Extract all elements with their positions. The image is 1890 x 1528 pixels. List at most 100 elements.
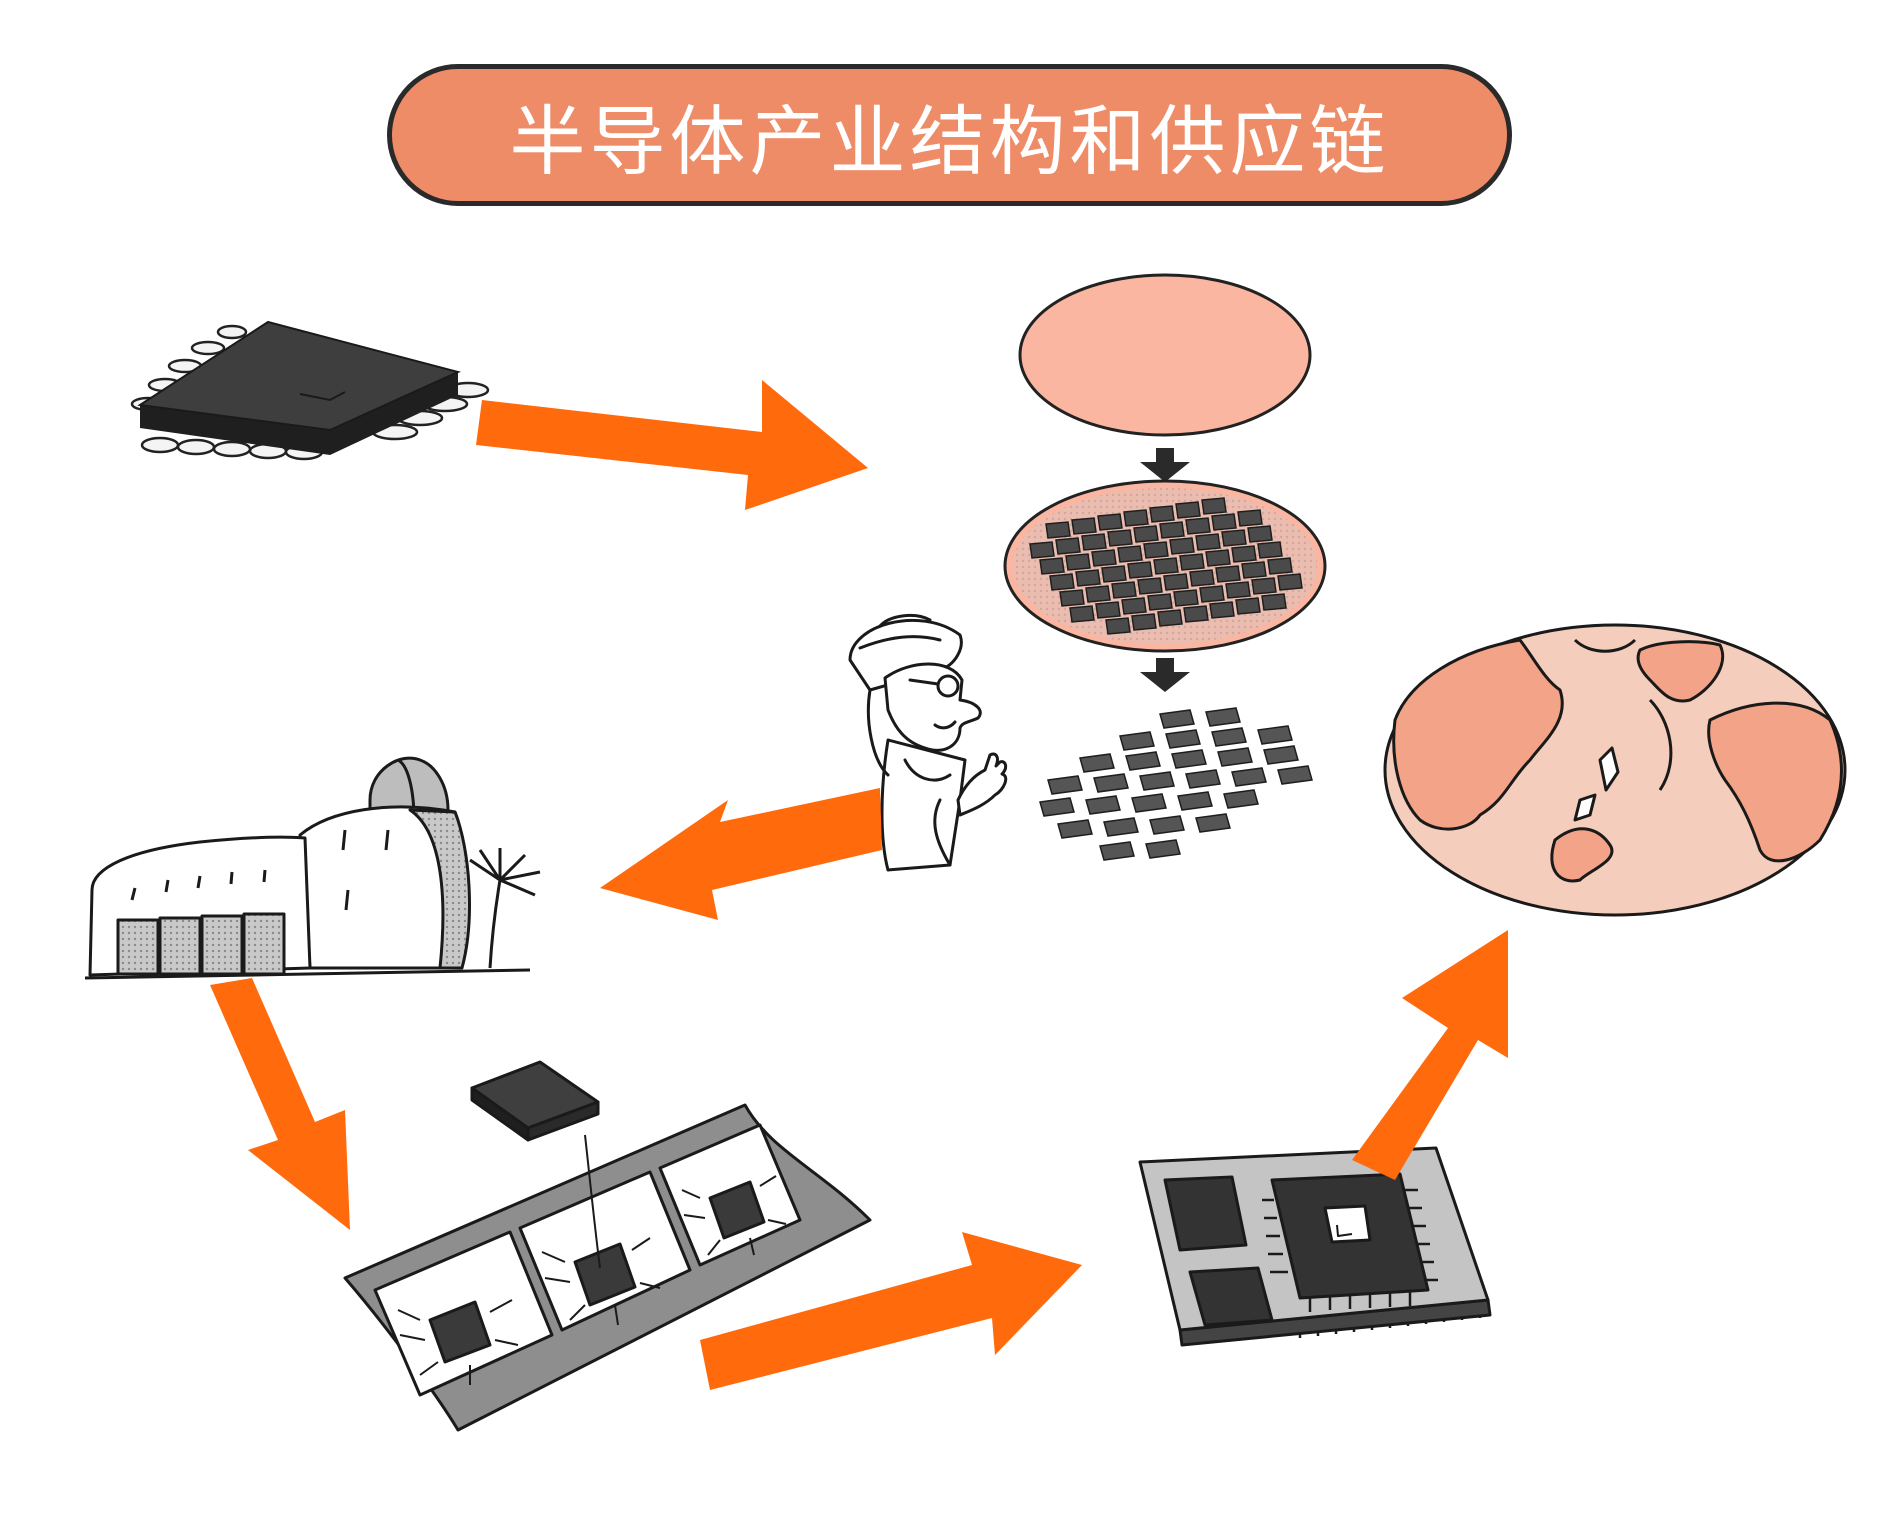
- die-square: [1149, 505, 1175, 523]
- die-square: [1143, 541, 1169, 559]
- diced-chip: [1047, 775, 1083, 795]
- die-square: [1235, 597, 1261, 615]
- diced-chip: [1277, 765, 1313, 785]
- die-square: [1251, 577, 1277, 595]
- globe-icon: [1383, 623, 1847, 917]
- die-square: [1277, 573, 1303, 591]
- die-square: [1237, 509, 1263, 527]
- die-square: [1045, 521, 1071, 539]
- die-square: [1257, 541, 1283, 559]
- diced-chip: [1263, 745, 1299, 765]
- diced-chip: [1145, 839, 1181, 859]
- die-square: [1221, 529, 1247, 547]
- arrow-chip-to-wafer: [476, 380, 868, 510]
- die-square: [1137, 577, 1163, 595]
- die-square: [1049, 573, 1075, 591]
- die-square: [1231, 545, 1257, 563]
- die-square: [1179, 553, 1205, 571]
- diced-chip: [1099, 841, 1135, 861]
- die-square: [1097, 513, 1123, 531]
- die-square: [1267, 557, 1293, 575]
- die-square: [1159, 521, 1185, 539]
- die-square: [1081, 533, 1107, 551]
- down-arrow-icon: [1140, 448, 1190, 482]
- die-square: [1209, 601, 1235, 619]
- die-square: [1247, 525, 1273, 543]
- die-square: [1211, 513, 1237, 531]
- factory-icon: [84, 756, 541, 980]
- die-square: [1201, 497, 1227, 515]
- wafer-die-grid-icon: [1003, 479, 1327, 653]
- diced-chip: [1149, 815, 1185, 835]
- diced-chip: [1159, 709, 1195, 729]
- arrow-factory-to-leadframe: [210, 978, 350, 1230]
- chip-icon: [130, 320, 490, 461]
- arrow-board-to-globe: [1352, 930, 1508, 1180]
- wafer-icon: [1018, 273, 1312, 437]
- die-square: [1127, 561, 1153, 579]
- diced-chip: [1257, 725, 1293, 745]
- die-square: [1183, 605, 1209, 623]
- die-square: [1131, 613, 1157, 631]
- engineer-icon: [848, 613, 1008, 872]
- die-square: [1157, 609, 1183, 627]
- diced-chip: [1125, 751, 1161, 771]
- title-banner: 半导体产业结构和供应链: [387, 64, 1512, 206]
- diced-chip: [1223, 789, 1259, 809]
- die-square: [1065, 553, 1091, 571]
- die-square: [1117, 545, 1143, 563]
- diced-chip: [1211, 727, 1247, 747]
- diced-chip: [1085, 795, 1121, 815]
- arrow-engineer-to-factory: [600, 788, 882, 920]
- die-square: [1153, 557, 1179, 575]
- die-square: [1133, 525, 1159, 543]
- die-square: [1091, 549, 1117, 567]
- arrow-leadframe-to-board: [700, 1232, 1082, 1390]
- page-title: 半导体产业结构和供应链: [509, 97, 1390, 186]
- die-square: [1111, 581, 1137, 599]
- diced-chip: [1177, 791, 1213, 811]
- diced-chip: [1119, 731, 1155, 751]
- die-square: [1175, 501, 1201, 519]
- diced-chip: [1139, 771, 1175, 791]
- diced-chip: [1039, 797, 1075, 817]
- die-square: [1173, 589, 1199, 607]
- down-arrow-icon: [1140, 658, 1190, 692]
- die-square: [1101, 565, 1127, 583]
- die-pieces-icon: [1039, 707, 1313, 861]
- diced-chip: [1171, 749, 1207, 769]
- die-square: [1059, 589, 1085, 607]
- lead-frame-icon: [343, 1060, 872, 1432]
- die-square: [1241, 561, 1267, 579]
- pcb-icon: [1138, 1146, 1492, 1347]
- die-square: [1069, 605, 1095, 623]
- die-square: [1029, 541, 1055, 559]
- die-square: [1039, 557, 1065, 575]
- die-square: [1189, 569, 1215, 587]
- diced-chip: [1165, 729, 1201, 749]
- diced-chip: [1103, 817, 1139, 837]
- diced-chip: [1057, 819, 1093, 839]
- die-square: [1205, 549, 1231, 567]
- die-square: [1121, 597, 1147, 615]
- die-square: [1147, 593, 1173, 611]
- die-square: [1095, 601, 1121, 619]
- die-square: [1185, 517, 1211, 535]
- diced-chip: [1195, 813, 1231, 833]
- die-square: [1105, 617, 1131, 635]
- die-square: [1107, 529, 1133, 547]
- diced-chip: [1093, 773, 1129, 793]
- die-square: [1055, 537, 1081, 555]
- die-square: [1169, 537, 1195, 555]
- diced-chip: [1231, 767, 1267, 787]
- die-square: [1075, 569, 1101, 587]
- die-square: [1071, 517, 1097, 535]
- die-square: [1085, 585, 1111, 603]
- diced-chip: [1079, 753, 1115, 773]
- die-square: [1123, 509, 1149, 527]
- die-square: [1163, 573, 1189, 591]
- die-square: [1215, 565, 1241, 583]
- die-square: [1195, 533, 1221, 551]
- diced-chip: [1185, 769, 1221, 789]
